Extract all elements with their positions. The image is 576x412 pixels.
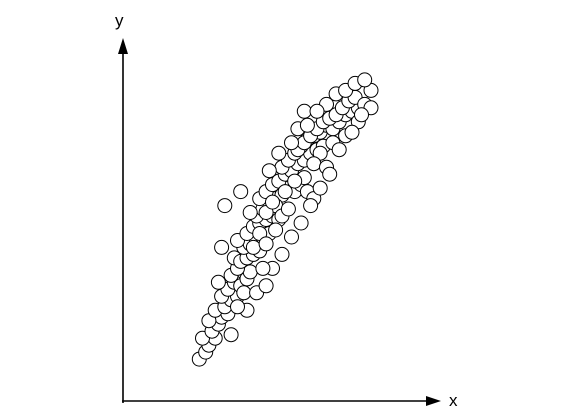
data-point [230,299,245,315]
data-point [245,239,261,255]
data-point [331,142,347,158]
data-point [258,278,274,294]
data-point [233,184,249,200]
points-layer [191,72,379,367]
data-point [287,173,303,189]
data-point [223,327,239,343]
data-point [299,117,315,133]
data-point [322,166,338,182]
data-point [217,198,233,214]
data-point [284,229,299,245]
data-point [268,222,284,238]
data-point [293,215,309,231]
data-point [306,156,322,172]
data-point [280,201,296,217]
data-point [242,205,258,220]
data-point [265,194,280,210]
x-axis-arrow [426,396,441,406]
data-point [258,236,274,252]
data-point [210,274,226,290]
data-point [354,107,369,123]
data-point [312,180,328,196]
data-point [255,260,271,276]
data-point [303,198,319,214]
data-point [344,124,360,140]
data-point [296,103,312,119]
y-axis-arrow [118,38,128,54]
data-point [309,103,325,119]
data-point [214,239,230,255]
data-point [261,163,277,179]
x-axis-label: x [449,391,458,410]
data-point [236,285,252,301]
data-point [357,72,373,88]
y-axis-label: y [115,11,124,30]
data-point [284,135,299,151]
data-point [277,184,293,200]
data-point [271,145,287,161]
data-point [274,246,290,262]
